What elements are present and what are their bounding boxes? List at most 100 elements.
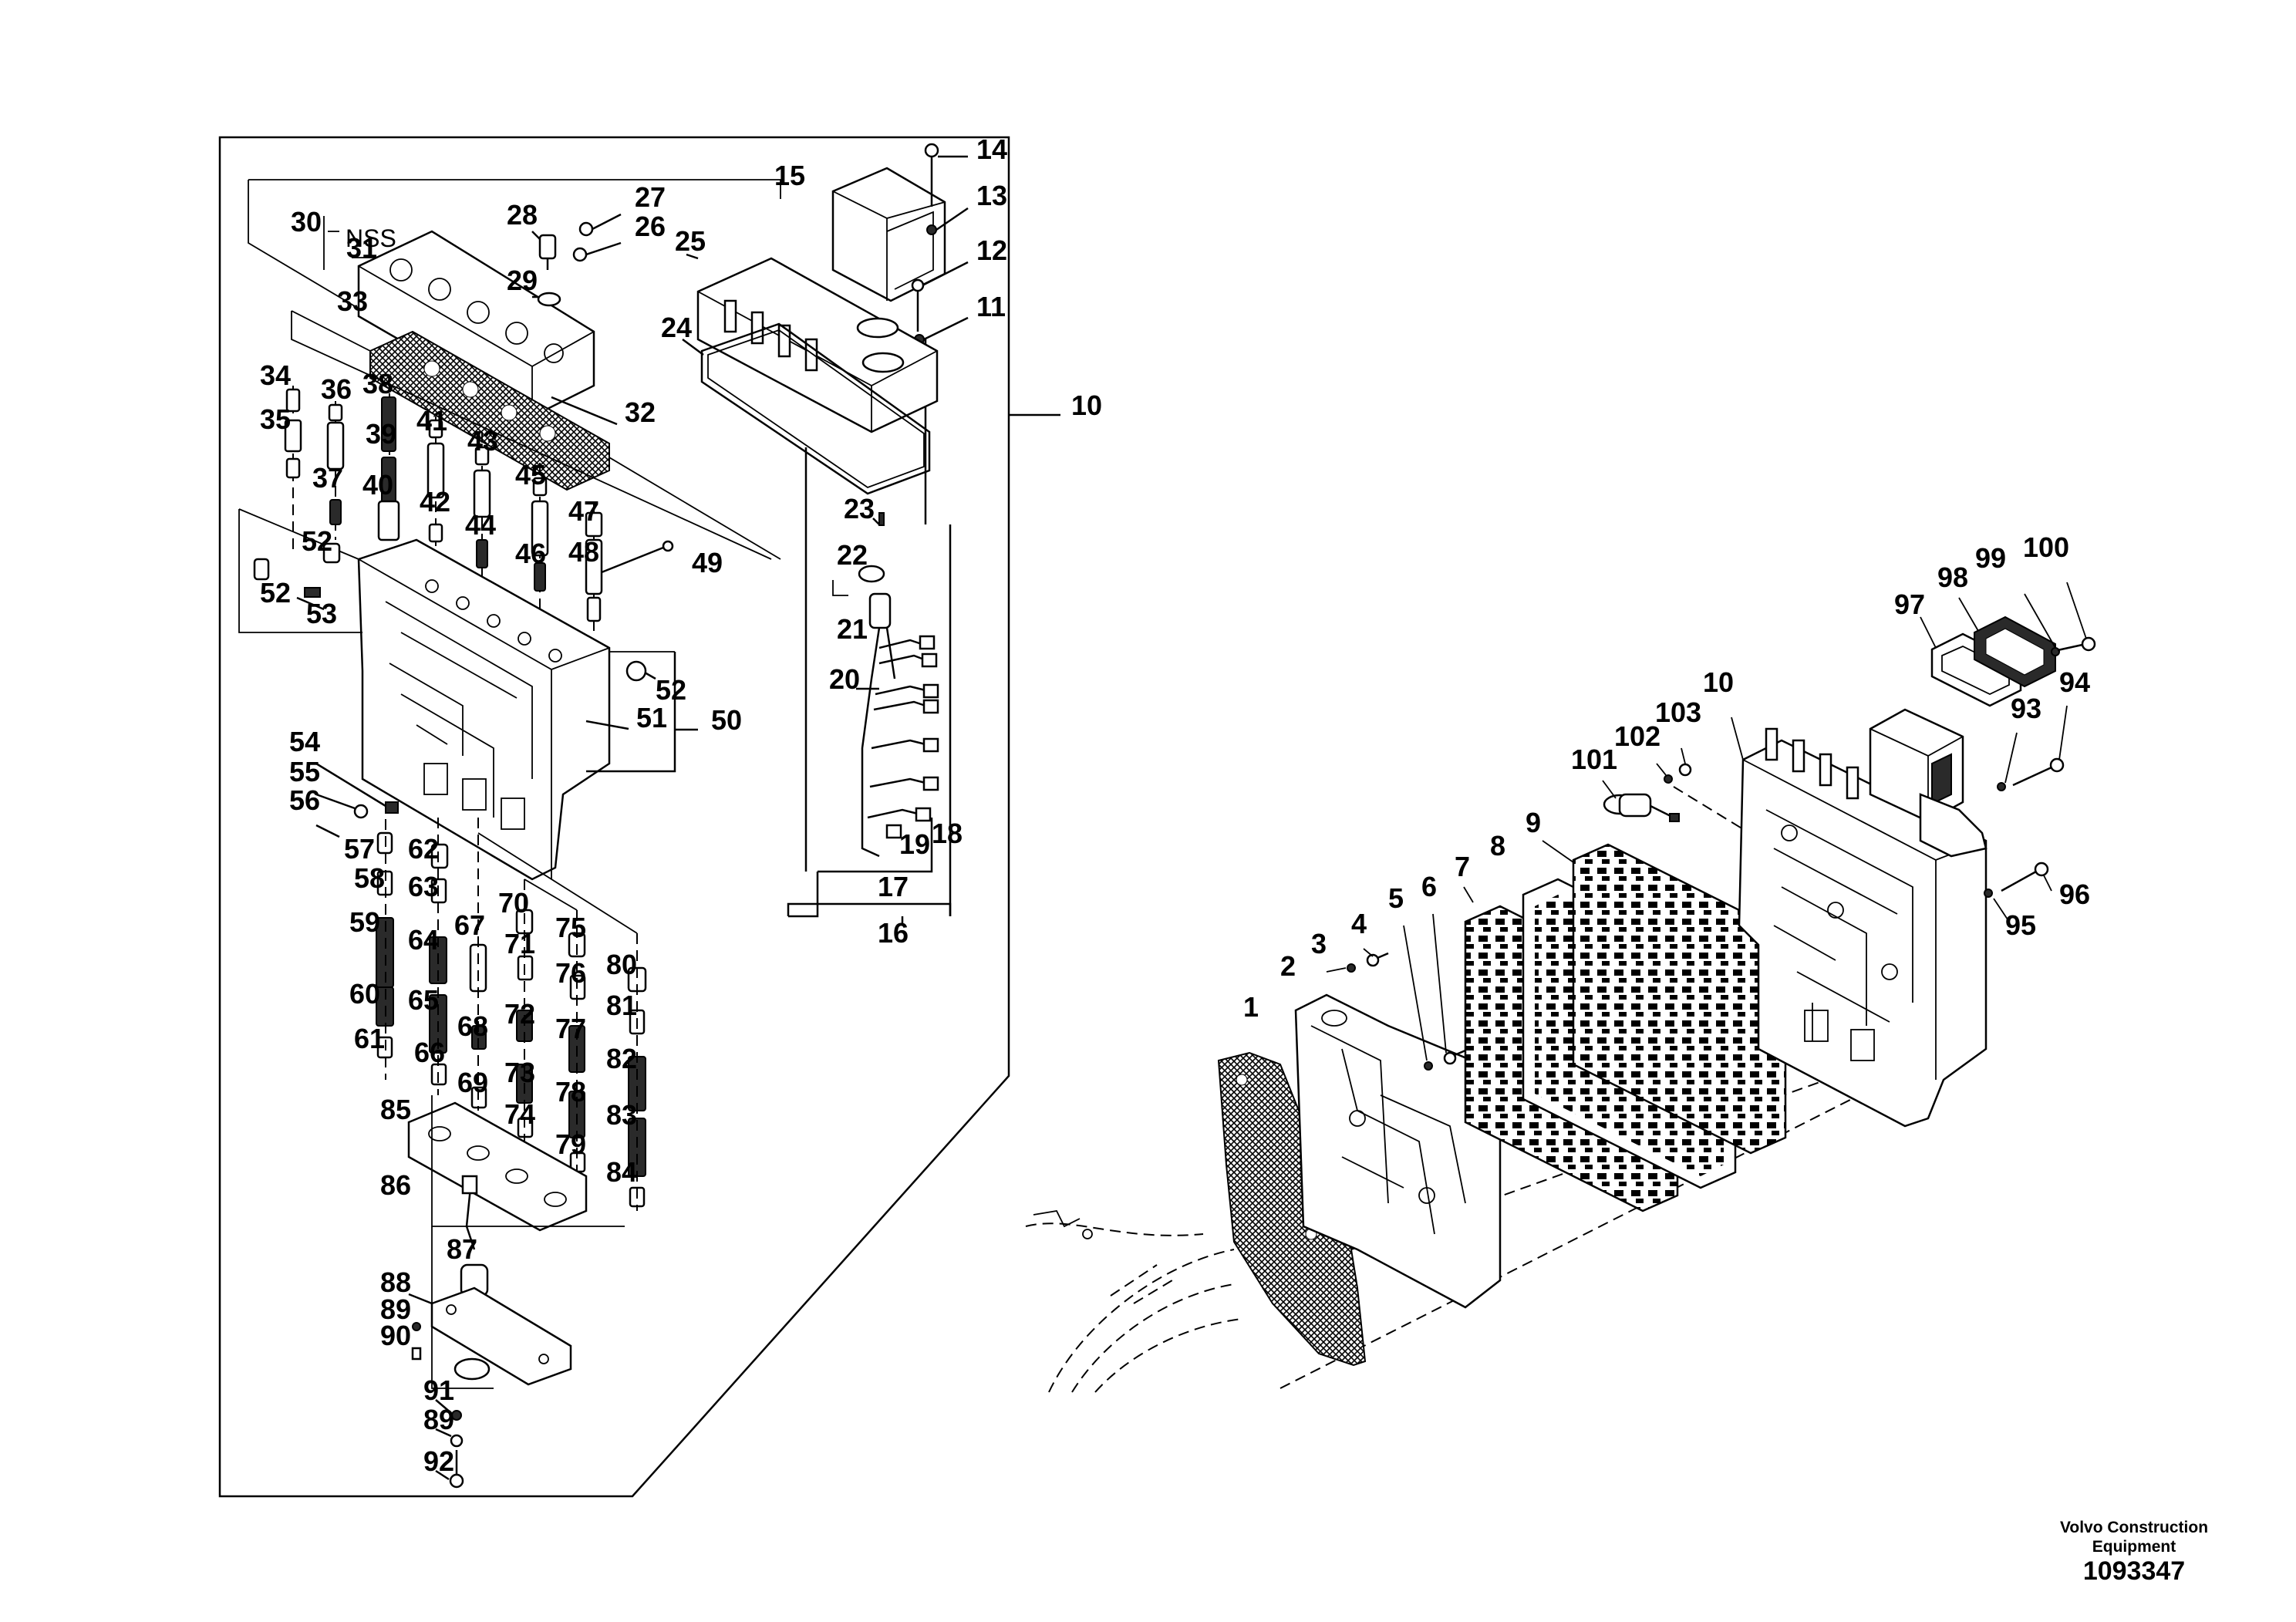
callout-p69: 69 <box>457 1067 488 1098</box>
callout-p83: 83 <box>606 1099 637 1131</box>
callout-p71: 71 <box>504 928 535 959</box>
gasket-98 <box>1974 615 2056 688</box>
callout-p92: 92 <box>423 1445 454 1477</box>
callout-p5: 5 <box>1388 882 1404 914</box>
solenoid-101 <box>1602 780 1680 822</box>
callout-p22: 22 <box>837 539 868 571</box>
callout-p19: 19 <box>899 828 930 860</box>
callout-p52c: 52 <box>656 674 686 706</box>
callout-p52b: 52 <box>260 577 291 609</box>
washer-13 <box>926 207 969 235</box>
gasket-33 <box>291 310 772 560</box>
callout-p98: 98 <box>1937 561 1968 593</box>
callout-p102: 102 <box>1614 720 1660 752</box>
washer-11 <box>914 316 969 345</box>
callout-p86: 86 <box>380 1169 411 1201</box>
callout-p50: 50 <box>711 704 742 736</box>
callout-p58: 58 <box>354 862 385 894</box>
callout-p95: 95 <box>2005 909 2036 941</box>
callout-p16: 16 <box>878 917 909 949</box>
callout-p25: 25 <box>675 225 706 257</box>
nss-label: NSS <box>346 224 396 252</box>
cover-15 <box>831 167 946 302</box>
callout-p101: 101 <box>1571 744 1617 775</box>
callout-p88: 88 <box>380 1266 411 1298</box>
callout-p97: 97 <box>1894 588 1925 620</box>
callout-p15: 15 <box>774 160 805 191</box>
callout-p9: 9 <box>1526 807 1541 838</box>
callout-p62: 62 <box>408 833 439 865</box>
callout-p28: 28 <box>507 199 538 231</box>
callout-p73: 73 <box>504 1057 535 1088</box>
oring-29 <box>532 292 561 307</box>
callout-p14: 14 <box>976 133 1007 165</box>
callout-p44: 44 <box>465 509 496 541</box>
callout-p56: 56 <box>289 784 320 816</box>
callout-p91: 91 <box>423 1374 454 1406</box>
callout-p76: 76 <box>555 957 586 989</box>
callout-p35: 35 <box>260 403 291 435</box>
callout-p52a: 52 <box>302 525 332 557</box>
callout-p78: 78 <box>555 1076 586 1108</box>
callout-p26: 26 <box>635 211 666 242</box>
callout-p18: 18 <box>932 818 963 849</box>
callout-p27: 27 <box>635 181 666 213</box>
callout-p33: 33 <box>337 285 368 317</box>
plug-26-27 <box>572 213 622 262</box>
callout-p23: 23 <box>844 493 875 524</box>
callout-p43: 43 <box>467 425 498 457</box>
bolt-12 <box>911 261 969 332</box>
callout-p24: 24 <box>661 312 692 343</box>
callout-p1: 1 <box>1243 991 1259 1023</box>
brand-line-2: Equipment <box>2092 1538 2176 1556</box>
wire-harness-20 <box>856 592 939 858</box>
callout-p99: 99 <box>1975 542 2006 574</box>
callout-p77: 77 <box>555 1013 586 1044</box>
bracket-88 <box>408 1286 572 1386</box>
left-detail-frame <box>218 136 1060 1498</box>
callout-p38: 38 <box>362 368 393 400</box>
callout-p90: 90 <box>380 1320 411 1351</box>
callout-p7: 7 <box>1455 851 1470 882</box>
callout-p2: 2 <box>1280 950 1296 982</box>
callout-p68: 68 <box>457 1010 488 1042</box>
bolts-93-96 <box>1984 705 2068 922</box>
clip-23 <box>872 512 885 526</box>
screws-99-100 <box>1920 582 2096 656</box>
callout-p39: 39 <box>366 418 396 450</box>
callout-p60: 60 <box>349 978 380 1010</box>
callout-p84: 84 <box>606 1156 637 1188</box>
callout-p47: 47 <box>568 495 599 527</box>
callout-p32: 32 <box>625 396 656 428</box>
hardware-54-56 <box>315 762 399 838</box>
screw-102-103 <box>1656 747 1744 830</box>
callout-p12: 12 <box>976 234 1007 266</box>
callout-p20: 20 <box>829 663 860 695</box>
callout-p82: 82 <box>606 1043 637 1074</box>
callout-p74: 74 <box>504 1098 535 1130</box>
screws-3-6 <box>1326 913 1466 1071</box>
callout-p30: 30 <box>291 206 322 238</box>
callout-p21: 21 <box>837 613 868 645</box>
callout-p17: 17 <box>878 871 909 902</box>
callout-p61: 61 <box>354 1023 385 1054</box>
callout-p51: 51 <box>636 702 667 733</box>
bolt-14 <box>924 143 968 207</box>
callout-p46: 46 <box>515 538 546 569</box>
gasket-24 <box>682 322 931 495</box>
plate-2 <box>1294 993 1502 1309</box>
callout-p29: 29 <box>507 265 538 296</box>
sensor-28 <box>531 231 557 270</box>
callout-p75: 75 <box>555 912 586 943</box>
callout-p67: 67 <box>454 909 485 941</box>
callout-p45: 45 <box>515 459 546 491</box>
callout-p100: 100 <box>2023 531 2069 563</box>
housing-25 <box>686 253 939 433</box>
callout-p94: 94 <box>2059 666 2090 698</box>
plugs-52-53 <box>253 542 656 682</box>
document-number: 1093347 <box>2082 1556 2186 1586</box>
oring-22 <box>832 565 885 596</box>
callout-p6: 6 <box>1421 871 1437 902</box>
